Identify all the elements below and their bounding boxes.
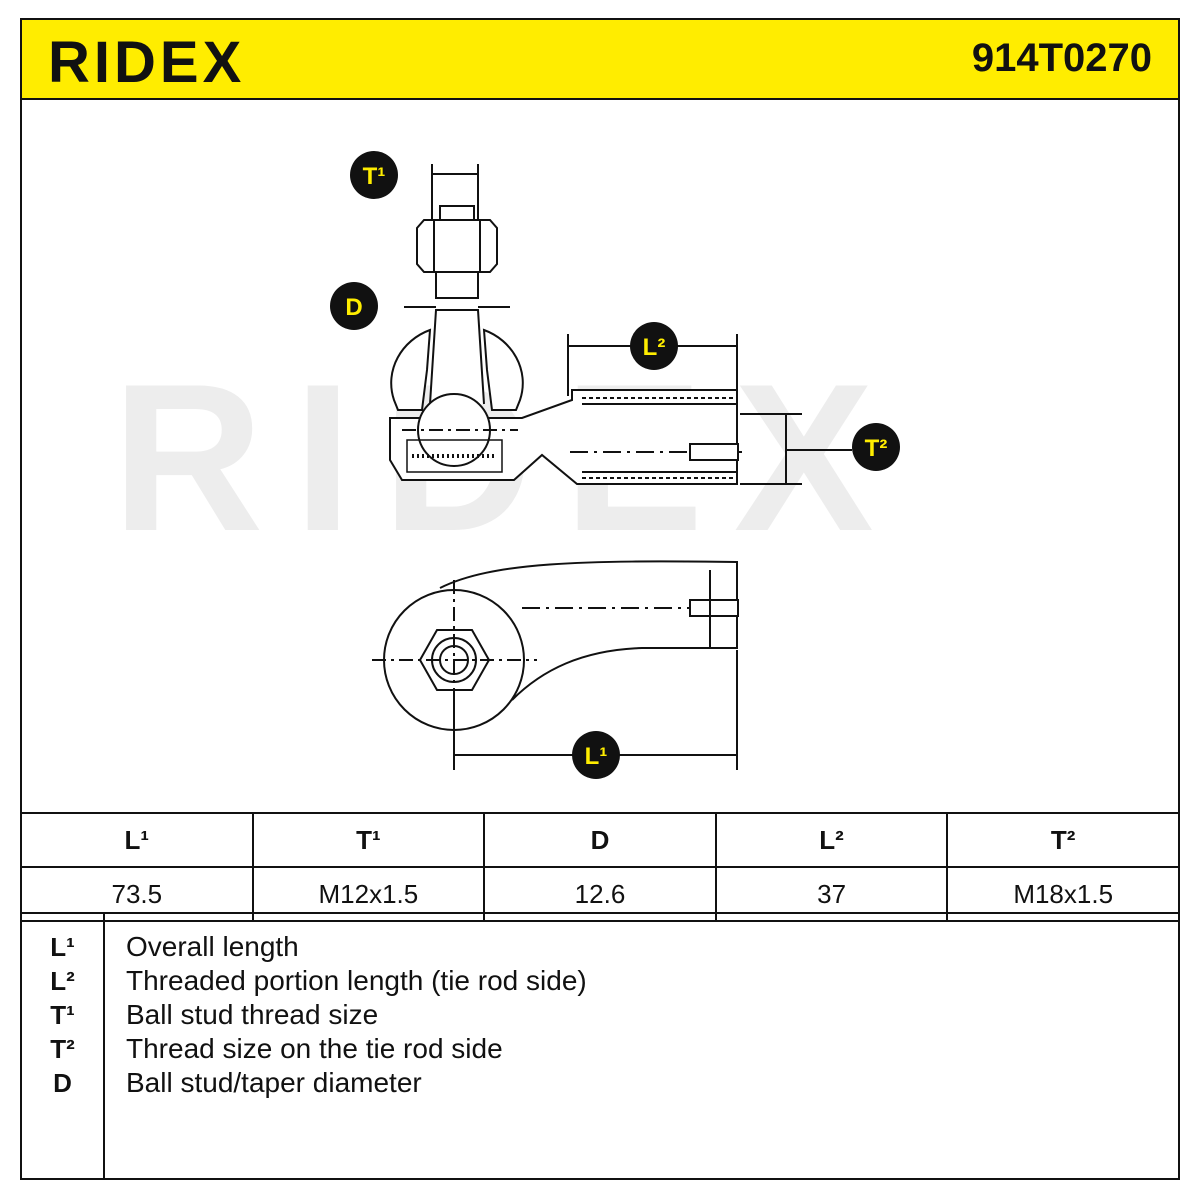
legend-row: T² Thread size on the tie rod side xyxy=(22,1032,1178,1066)
legend-box: L¹ Overall length L² Threaded portion le… xyxy=(20,912,1180,1180)
specs-header-cell: D xyxy=(483,812,717,868)
legend-row: D Ball stud/taper diameter xyxy=(22,1066,1178,1100)
specs-header-cell: L² xyxy=(714,812,949,868)
svg-text:T¹: T¹ xyxy=(363,163,386,190)
badge-l2: L² xyxy=(630,322,678,370)
legend-symbol: T¹ xyxy=(50,1000,75,1030)
legend-symbol: L¹ xyxy=(50,932,75,962)
svg-text:RIDEX: RIDEX xyxy=(48,32,245,92)
specs-header-cell: L¹ xyxy=(20,812,254,868)
brand-logo: RIDEX xyxy=(48,30,348,97)
legend-divider xyxy=(103,914,105,1178)
legend-row: L¹ Overall length xyxy=(22,930,1178,964)
specs-header-cell: T² xyxy=(946,812,1180,868)
legend-description: Ball stud thread size xyxy=(126,999,379,1030)
legend-symbol: T² xyxy=(50,1034,75,1064)
technical-drawing: RIDEX xyxy=(22,100,1178,813)
specs-header-cell: T¹ xyxy=(251,812,486,868)
badge-t2: T² xyxy=(852,423,900,471)
badge-t1: T¹ xyxy=(350,151,398,199)
specs-header-row: L¹ T¹ D L² T² xyxy=(20,812,1180,868)
legend-description: Overall length xyxy=(126,931,299,962)
legend-description: Ball stud/taper diameter xyxy=(126,1067,422,1098)
legend-description: Thread size on the tie rod side xyxy=(126,1033,503,1064)
badge-l1: L¹ xyxy=(572,731,620,779)
badge-d: D xyxy=(330,282,378,330)
legend-description: Threaded portion length (tie rod side) xyxy=(126,965,587,996)
legend-symbol: L² xyxy=(50,966,75,996)
legend-row: L² Threaded portion length (tie rod side… xyxy=(22,964,1178,998)
legend-symbol: D xyxy=(53,1068,72,1098)
legend-row: T¹ Ball stud thread size xyxy=(22,998,1178,1032)
svg-text:L¹: L¹ xyxy=(585,743,608,770)
header-bar: RIDEX 914T0270 xyxy=(20,18,1180,100)
svg-text:L²: L² xyxy=(643,334,666,361)
specs-table: L¹ T¹ D L² T² 73.5 M12x1.5 12.6 37 M18x1… xyxy=(20,812,1180,922)
svg-text:D: D xyxy=(345,294,362,321)
part-number: 914T0270 xyxy=(971,36,1152,80)
svg-text:T²: T² xyxy=(865,435,888,462)
